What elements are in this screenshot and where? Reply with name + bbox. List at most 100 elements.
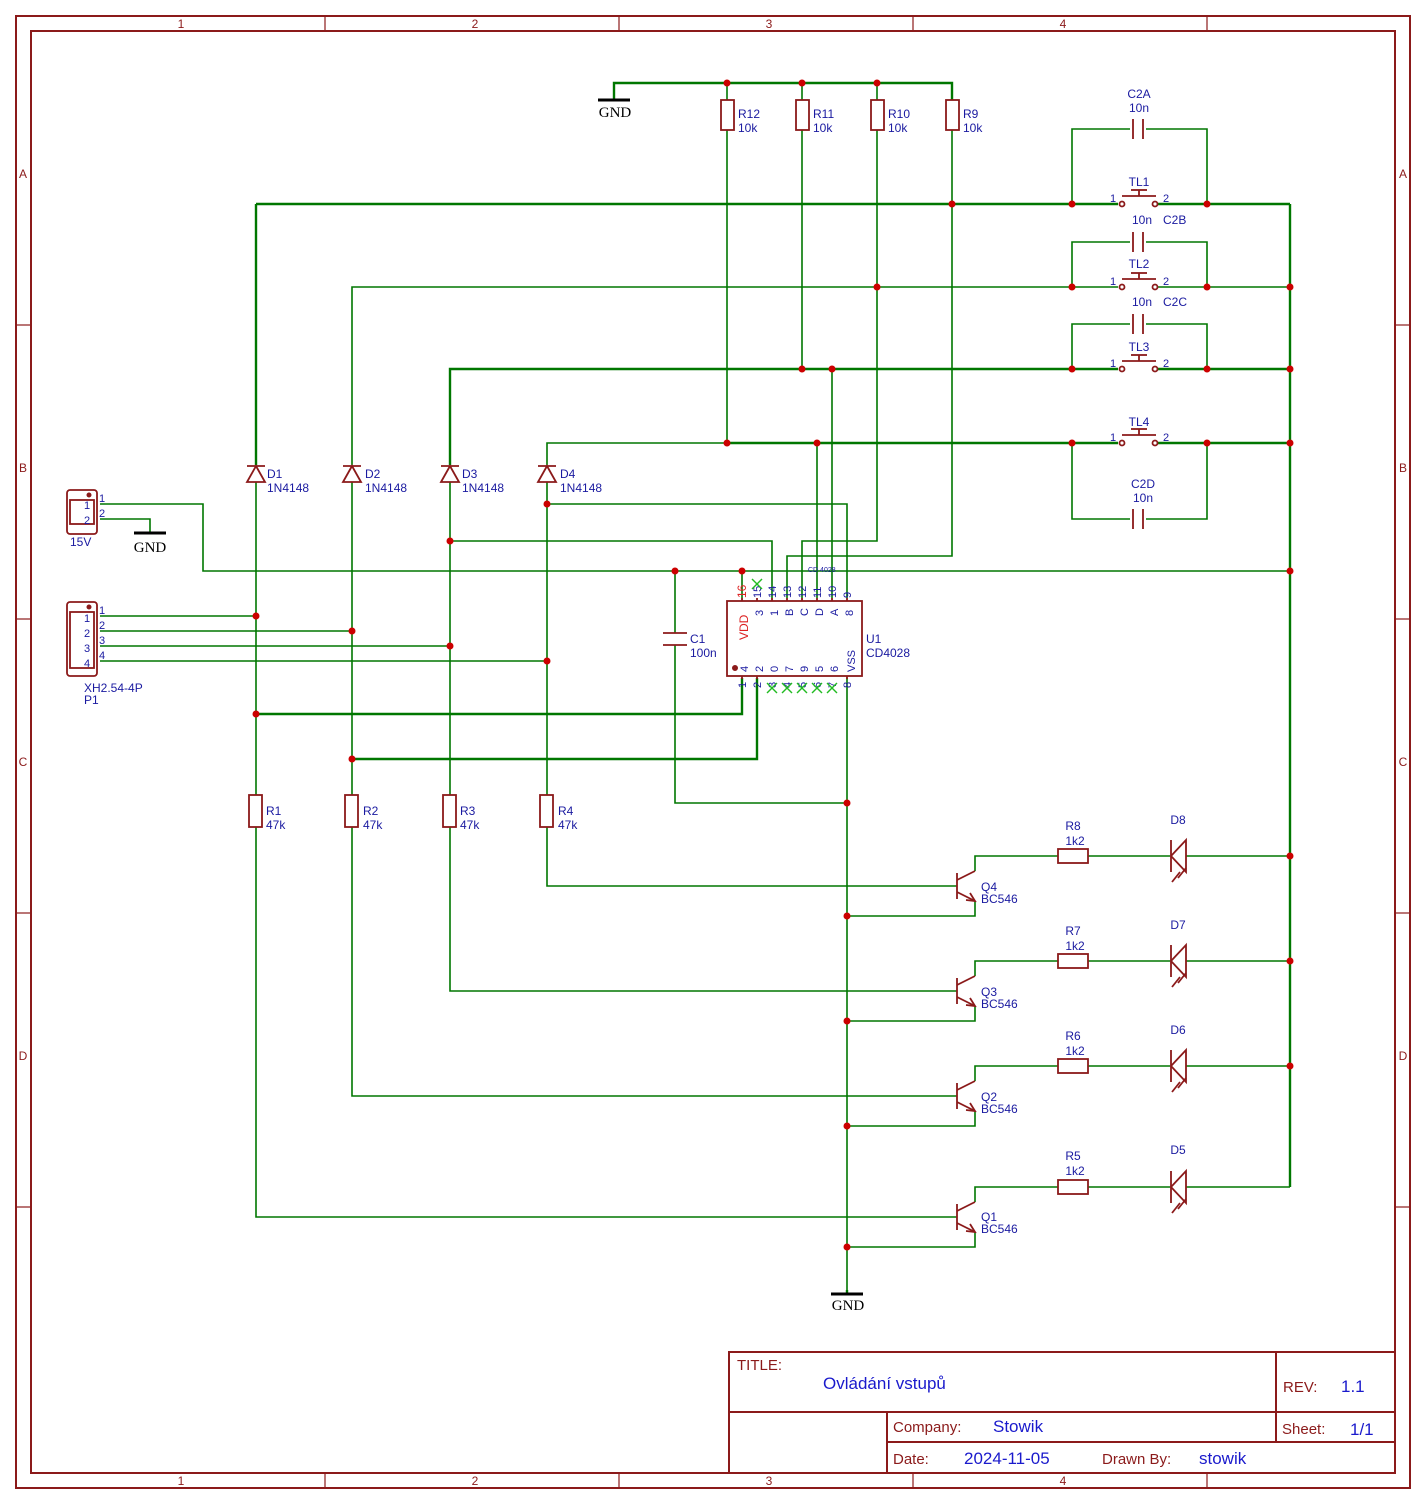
tl4-ref: TL4 bbox=[1129, 415, 1150, 429]
c2a-value: 10n bbox=[1129, 101, 1149, 115]
r7-ref: R7 bbox=[1065, 924, 1081, 938]
u1-pin-16: 16 bbox=[735, 584, 749, 598]
p1-value: XH2.54-4P bbox=[84, 681, 143, 695]
junctions bbox=[252, 79, 1294, 1251]
d4-ref: D4 bbox=[560, 467, 576, 481]
c2c-value: 10n bbox=[1132, 295, 1152, 309]
drawing-title: Ovládání vstupů bbox=[823, 1374, 946, 1393]
tl1-ref: TL1 bbox=[1129, 175, 1150, 189]
u1-func-a: A bbox=[829, 608, 841, 616]
diode-d1: D1 1N4148 bbox=[245, 464, 309, 495]
capacitor-c2d: C2D 10n bbox=[1131, 477, 1155, 529]
zone-col-3-bottom: 3 bbox=[766, 1474, 773, 1488]
u1-pin-12: 12 bbox=[797, 586, 809, 598]
diode-d2: D2 1N4148 bbox=[341, 464, 407, 495]
u1-func-d: D bbox=[814, 608, 826, 616]
q1-ref: Q1 bbox=[981, 1210, 997, 1224]
p1-pin-1-inner: 1 bbox=[84, 613, 90, 625]
zone-col-1-top: 1 bbox=[178, 17, 185, 31]
u1-tag: CD 4028 bbox=[808, 567, 836, 574]
drawn-by-value: stowik bbox=[1199, 1449, 1247, 1468]
date-value: 2024-11-05 bbox=[964, 1449, 1050, 1468]
d6-ref: D6 bbox=[1170, 1023, 1186, 1037]
tl2-ref: TL2 bbox=[1129, 257, 1150, 271]
gnd-label-bottom: GND bbox=[832, 1298, 865, 1314]
c2a-ref: C2A bbox=[1127, 87, 1150, 101]
title-label: TITLE: bbox=[737, 1357, 782, 1374]
c2b-value: 10n bbox=[1132, 213, 1152, 227]
diode-d3: D3 1N4148 bbox=[439, 464, 504, 495]
r10-ref: R10 bbox=[888, 107, 910, 121]
u1-func-7: 7 bbox=[784, 666, 796, 672]
wires bbox=[100, 81, 1292, 1294]
r6-value: 1k2 bbox=[1065, 1044, 1085, 1058]
d2-ref: D2 bbox=[365, 467, 381, 481]
power-pin-2-inner: 2 bbox=[84, 515, 90, 527]
power-pin-1-inner: 1 bbox=[84, 500, 90, 512]
r4-value: 47k bbox=[558, 818, 578, 832]
pushbutton-tl4: TL4 1 2 bbox=[1110, 415, 1169, 447]
resistor-r1: R1 47k bbox=[248, 794, 286, 832]
resistor-r11: R11 10k bbox=[795, 99, 834, 135]
u1-func-5: 5 bbox=[814, 666, 826, 672]
p1-ref: P1 bbox=[84, 693, 99, 707]
u1-func-0: 0 bbox=[769, 666, 781, 672]
u1-pin-9: 9 bbox=[842, 592, 854, 598]
sheet-value: 1/1 bbox=[1350, 1420, 1374, 1439]
zone-row-c-left: C bbox=[19, 755, 28, 769]
zone-row-d-right: D bbox=[1399, 1049, 1408, 1063]
r8-value: 1k2 bbox=[1065, 834, 1085, 848]
zone-row-c-right: C bbox=[1399, 755, 1408, 769]
r11-value: 10k bbox=[813, 121, 833, 135]
r6-ref: R6 bbox=[1065, 1029, 1081, 1043]
zone-col-3-top: 3 bbox=[766, 17, 773, 31]
d3-ref: D3 bbox=[462, 467, 478, 481]
gnd-label-top: GND bbox=[599, 105, 632, 121]
connector-power-15v: 1 2 1 2 15V bbox=[66, 489, 105, 549]
q2-value: BC546 bbox=[981, 1102, 1018, 1116]
c2b-ref: C2B bbox=[1163, 213, 1186, 227]
q4-ref: Q4 bbox=[981, 880, 997, 894]
r5-value: 1k2 bbox=[1065, 1164, 1085, 1178]
d8-ref: D8 bbox=[1170, 813, 1186, 827]
transistor-q4: Q4 BC546 bbox=[956, 870, 1018, 906]
resistor-r6: R6 1k2 bbox=[1057, 1029, 1089, 1074]
tl1-pin-1: 1 bbox=[1110, 193, 1116, 205]
r9-ref: R9 bbox=[963, 107, 979, 121]
r7-value: 1k2 bbox=[1065, 939, 1085, 953]
tl3-ref: TL3 bbox=[1129, 340, 1150, 354]
u1-func-8: 8 bbox=[844, 610, 856, 616]
resistor-r9: R9 10k bbox=[945, 99, 983, 135]
c2c-ref: C2C bbox=[1163, 295, 1187, 309]
r2-value: 47k bbox=[363, 818, 383, 832]
led-d7: D7 bbox=[1169, 918, 1187, 988]
d1-ref: D1 bbox=[267, 467, 283, 481]
transistor-q2: Q2 BC546 bbox=[956, 1080, 1018, 1116]
d4-value: 1N4148 bbox=[560, 481, 602, 495]
r5-ref: R5 bbox=[1065, 1149, 1081, 1163]
capacitor-c2c: 10n C2C bbox=[1132, 295, 1187, 334]
led-d6: D6 bbox=[1169, 1023, 1187, 1093]
u1-func-1: 1 bbox=[769, 610, 781, 616]
u1-func-6: 6 bbox=[829, 666, 841, 672]
u1-func-4: 4 bbox=[739, 666, 751, 672]
tl3-pin-2: 2 bbox=[1163, 358, 1169, 370]
r3-value: 47k bbox=[460, 818, 480, 832]
connector-p1: 1 2 3 4 1 2 3 4 XH2.54-4P P1 bbox=[66, 601, 143, 707]
resistor-r7: R7 1k2 bbox=[1057, 924, 1089, 969]
tl2-pin-1: 1 bbox=[1110, 276, 1116, 288]
gnd-label-power: GND bbox=[134, 540, 167, 556]
tl1-pin-2: 2 bbox=[1163, 193, 1169, 205]
transistor-q3: Q3 BC546 bbox=[956, 975, 1018, 1011]
drawing-frame: 1 2 3 4 1 2 3 4 A B C D A B C D bbox=[15, 15, 1411, 1489]
title-block: TITLE: Ovládání vstupů REV: 1.1 Company:… bbox=[728, 1351, 1396, 1474]
p1-pin-1-outer: 1 bbox=[99, 605, 105, 617]
tl4-pin-2: 2 bbox=[1163, 432, 1169, 444]
u1-pin-4: 4 bbox=[782, 682, 794, 688]
date-label: Date: bbox=[893, 1451, 929, 1468]
resistor-r3: R3 47k bbox=[442, 794, 480, 832]
pushbutton-tl1: TL1 1 2 bbox=[1110, 175, 1169, 208]
u1-pin-6: 6 bbox=[812, 682, 824, 688]
u1-pin-2: 2 bbox=[752, 682, 764, 688]
q1-value: BC546 bbox=[981, 1222, 1018, 1236]
